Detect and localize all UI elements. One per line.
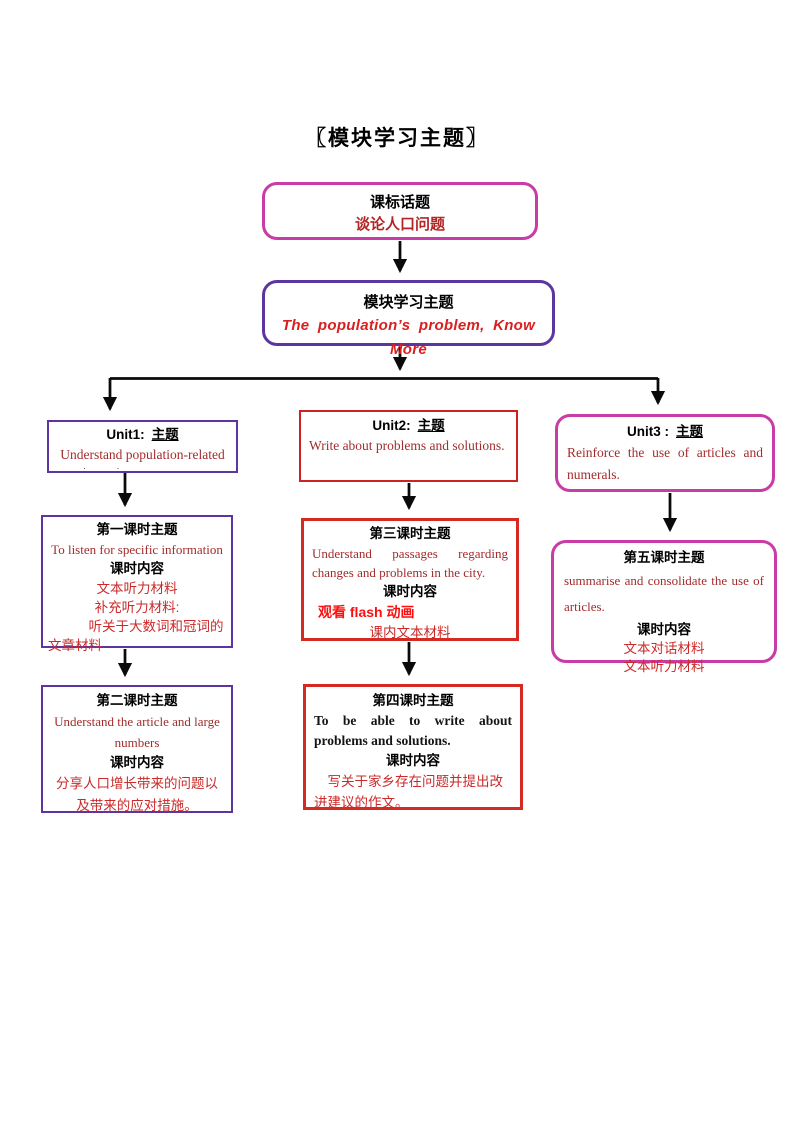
module-box: 模块学习主题 The population’s problem, Know Mo… bbox=[262, 280, 555, 358]
unit3-body: Reinforce the use of articles and numera… bbox=[567, 445, 763, 482]
lesson3-flash-item: 观看 flash 动画 bbox=[318, 604, 415, 620]
topic-box: 课标话题 谈论人口问题 bbox=[262, 182, 538, 240]
unit1-title: Unit1: 主题 bbox=[55, 424, 230, 445]
lesson5-item: 文本听力材料 bbox=[623, 659, 705, 674]
unit2-topic: 主题 bbox=[417, 418, 445, 433]
lesson1-item: 听关于大数词和冠词的文章材料 bbox=[48, 619, 224, 653]
lesson3-text-item: 课内文本材料 bbox=[369, 625, 451, 640]
unit1-body: Understand population-related bbox=[60, 447, 225, 462]
lesson1-item: 文本听力材料 bbox=[96, 581, 178, 596]
lesson4-subject: To be able to write about problems and s… bbox=[314, 713, 512, 748]
lesson2-body: 分享人口增长带来的问题以及带来的应对措施。 bbox=[56, 776, 218, 813]
lesson2-heading: 第二课时主题 bbox=[96, 693, 178, 708]
lesson4-content-heading: 课时内容 bbox=[386, 753, 440, 768]
lesson1-content-heading: 课时内容 bbox=[110, 561, 164, 576]
unit1-topic: 主题 bbox=[151, 427, 179, 442]
lesson5-box: 第五课时主题 summarise and consolidate the use… bbox=[551, 540, 777, 674]
unit3-box: Unit3 : 主题 Reinforce the use of articles … bbox=[555, 414, 775, 492]
unit2-title: Unit2: 主题 bbox=[309, 415, 508, 436]
lesson3-box: 第三课时主题 Understand passages regarding cha… bbox=[301, 518, 519, 641]
unit1-clipped-text: · · bbox=[83, 464, 134, 472]
lesson1-subject: To listen for specific information bbox=[51, 542, 223, 557]
unit3-title: Unit3 : 主题 bbox=[567, 421, 763, 442]
unit1-box: Unit1: 主题 Understand population-related ·… bbox=[47, 420, 238, 473]
lesson3-content-heading: 课时内容 bbox=[383, 584, 437, 599]
lesson4-body: 写关于家乡存在问题并提出改进建议的作文。 bbox=[314, 774, 503, 810]
lesson2-content-heading: 课时内容 bbox=[110, 755, 164, 770]
lesson5-heading: 第五课时主题 bbox=[623, 550, 705, 565]
topic-box-body: 谈论人口问题 bbox=[354, 216, 445, 233]
lesson3-heading: 第三课时主题 bbox=[369, 526, 451, 541]
unit1-label: Unit1: bbox=[106, 427, 145, 442]
lesson2-subject: Understand the article and large numbers bbox=[54, 714, 220, 750]
unit3-label: Unit3 : bbox=[627, 424, 669, 439]
lesson3-subject: Understand passages regarding changes an… bbox=[312, 546, 508, 580]
page-title: 〖模块学习主题〗 bbox=[305, 127, 489, 150]
lesson4-box: 第四课时主题 To be able to write about problem… bbox=[303, 684, 523, 810]
topic-box-heading: 课标话题 bbox=[369, 194, 430, 211]
unit3-topic: 主题 bbox=[676, 424, 703, 439]
lesson5-item: 文本对话材料 bbox=[623, 641, 705, 656]
lesson5-subject: summarise and consolidate the use of art… bbox=[564, 573, 764, 614]
unit2-box: Unit2: 主题 Write about problems and soluti… bbox=[299, 410, 518, 482]
lesson2-box: 第二课时主题 Understand the article and large … bbox=[41, 685, 233, 813]
lesson1-item: 补充听力材料: bbox=[94, 600, 180, 615]
unit2-body: Write about problems and solutions. bbox=[309, 438, 505, 453]
module-box-heading: 模块学习主题 bbox=[363, 294, 454, 311]
lesson1-box: 第一课时主题 To listen for specific informatio… bbox=[41, 515, 233, 653]
lesson5-content-heading: 课时内容 bbox=[637, 622, 691, 637]
unit2-label: Unit2: bbox=[372, 418, 411, 433]
lesson1-heading: 第一课时主题 bbox=[96, 522, 178, 537]
module-box-body: The population’s problem, Know More bbox=[281, 317, 536, 358]
lesson4-heading: 第四课时主题 bbox=[372, 693, 454, 708]
